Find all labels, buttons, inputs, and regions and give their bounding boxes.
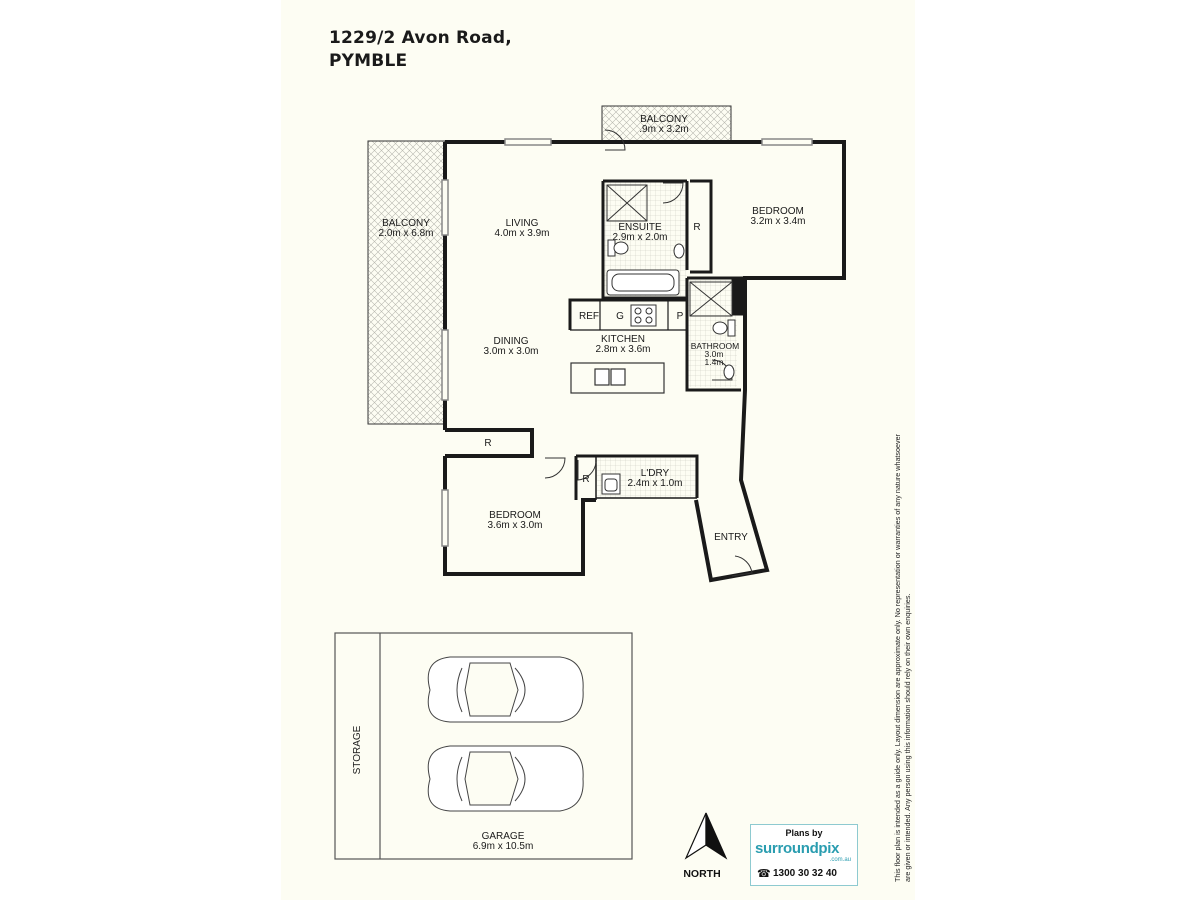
living-name: LIVING [506,218,539,229]
garage [334,632,633,860]
north-label: NORTH [683,868,721,880]
entry-name: ENTRY [714,532,748,543]
balcony-left-name: BALCONY [382,218,430,229]
north-compass-icon [684,812,728,860]
cooktop [630,304,657,327]
kitchen-size: 2.8m x 3.6m [595,344,650,355]
car-icon [427,656,584,723]
car-icon [427,745,584,812]
bedroom-main-size: 3.2m x 3.4m [750,216,805,227]
bedroom-main-name: BEDROOM [752,206,804,217]
balcony-top-size: .9m x 3.2m [639,124,688,135]
laundry-name: L'DRY [641,468,670,479]
garage-name: GARAGE [482,831,525,842]
dining-name: DINING [494,336,529,347]
balcony-top [601,105,732,143]
kitchen-name: KITCHEN [601,334,645,345]
surroundpix-logo: Plans by surroundpix .com.au ☎ 1300 30 3… [750,824,858,886]
robe-label: R [693,222,700,233]
bathroom-size-2: 1.4m [705,357,724,367]
kitchen-island [570,362,665,394]
toilets [607,239,736,337]
bedroom-2-name: BEDROOM [489,510,541,521]
gas-label: G [616,311,624,322]
bathroom-name: BATHROOM [691,341,739,351]
garage-size: 6.9m x 10.5m [473,841,534,852]
living-size: 4.0m x 3.9m [494,228,549,239]
basins [601,243,735,495]
laundry-size: 2.4m x 1.0m [627,478,682,489]
doors [544,129,753,577]
ensuite-size: 2.9m x 2.0m [612,232,667,243]
address-line-1: 1229/2 Avon Road, [329,28,512,48]
pantry-label: P [677,311,684,322]
phone-icon: ☎ [757,868,771,880]
balcony-top-name: BALCONY [640,114,688,125]
robe-label: R [484,438,491,449]
bathroom-size-1: 3.0m [705,349,724,359]
dining-size: 3.0m x 3.0m [483,346,538,357]
fridge-label: REF [579,311,599,322]
balcony-left-size: 2.0m x 6.8m [378,228,433,239]
logo-phone: 1300 30 32 40 [773,868,837,879]
disclaimer-text: This floor plan is intended as a guide o… [893,433,912,882]
balcony-left [367,140,446,425]
bedroom-2-size: 3.6m x 3.0m [487,520,542,531]
logo-brand: surroundpix [755,840,840,857]
logo-plans-by: Plans by [785,828,823,838]
bathroom-shower [689,281,733,317]
ensuite-name: ENSUITE [618,222,662,233]
property-address: 1229/2 Avon Road, PYMBLE [329,27,512,73]
storage-name: STORAGE [352,725,363,774]
ensuite-shower [606,184,648,222]
robe-label: R [582,474,589,485]
logo-domain: .com.au [829,857,851,863]
address-line-2: PYMBLE [329,51,408,71]
ensuite-bathtub [606,269,680,296]
windows [441,138,813,547]
